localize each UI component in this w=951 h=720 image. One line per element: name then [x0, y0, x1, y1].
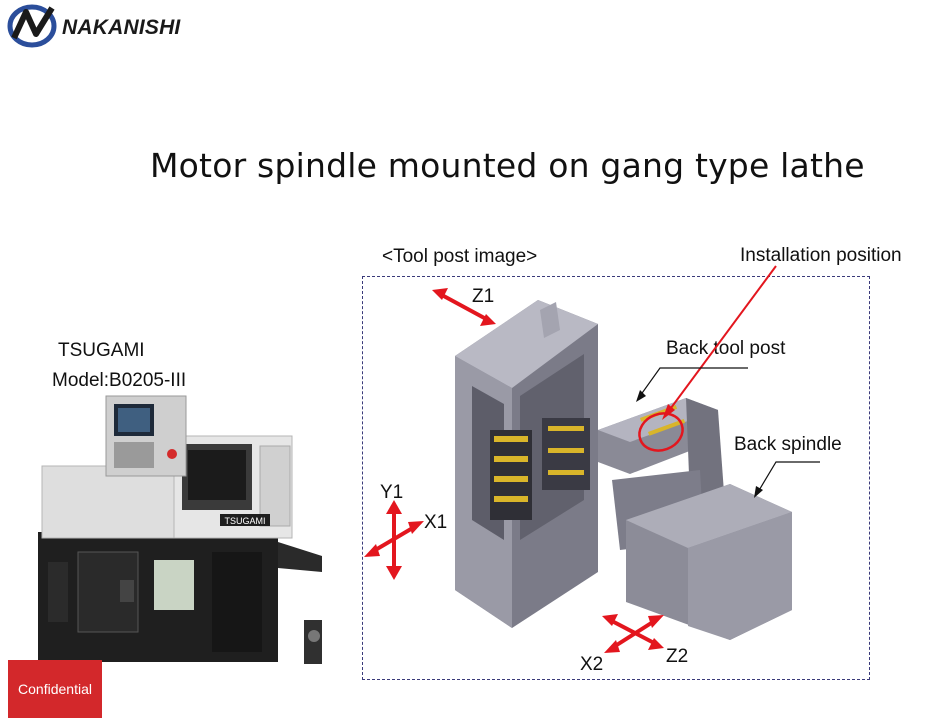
tool-post-diagram-frame: [362, 276, 870, 680]
nakanishi-logo: [6, 4, 206, 48]
confidential-badge: Confidential: [8, 660, 102, 718]
nakanishi-emblem-icon: [7, 4, 57, 48]
back-spindle-label: Back spindle: [734, 434, 842, 455]
tool-post-caption: <Tool post image>: [382, 246, 538, 267]
brand-name: NAKANISHI: [62, 16, 181, 39]
back-tool-post-label: Back tool post: [666, 338, 786, 359]
machine-maker-label: TSUGAMI: [58, 340, 145, 361]
machine-model-label: Model:B0205-III: [52, 370, 187, 391]
tsugami-lathe-image: TSUGAMI: [38, 395, 322, 664]
slide-title: Motor spindle mounted on gang type lathe: [150, 146, 865, 185]
installation-position-label: Installation position: [740, 245, 902, 266]
machine-badge: TSUGAMI: [224, 516, 265, 526]
machine-nameplate: [154, 560, 194, 610]
